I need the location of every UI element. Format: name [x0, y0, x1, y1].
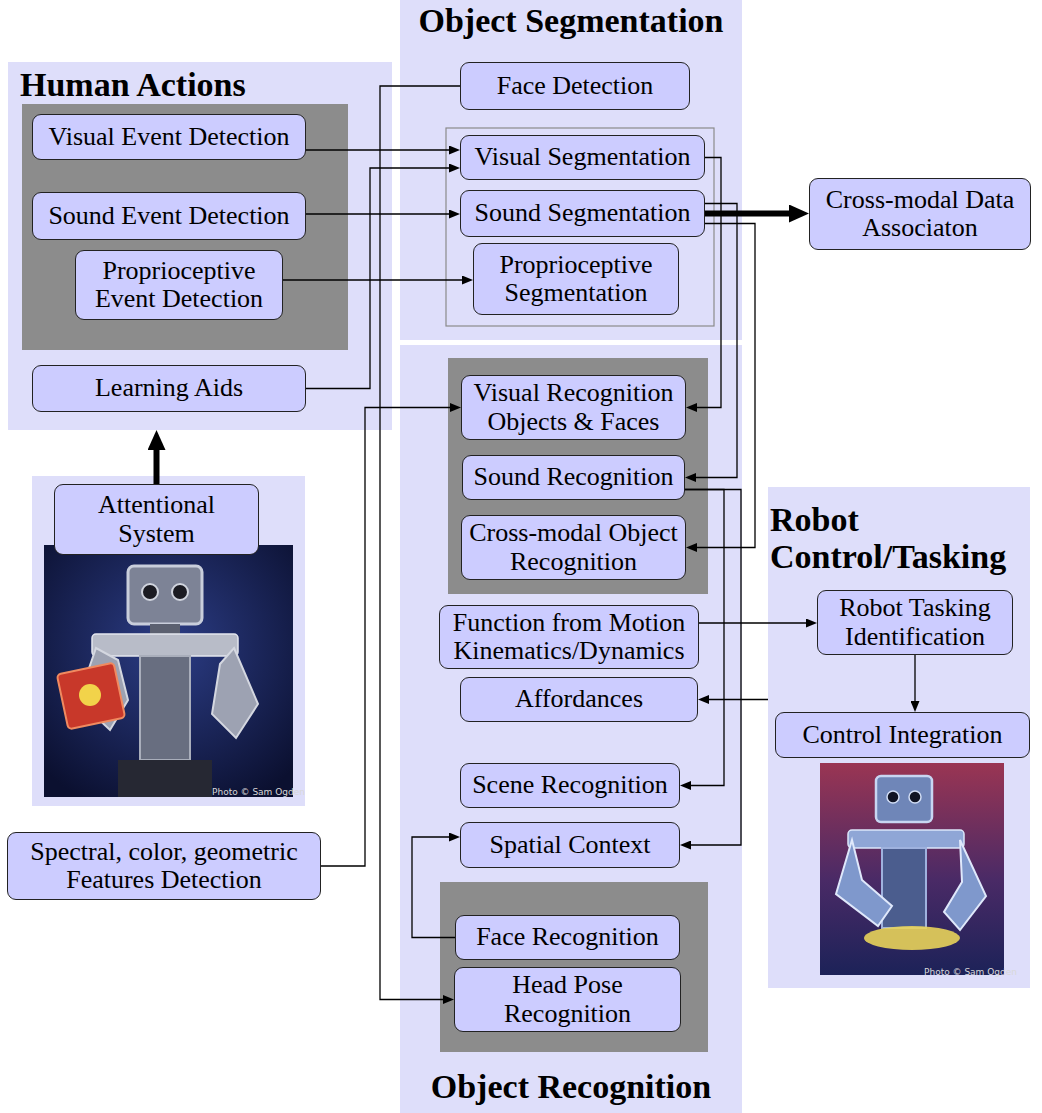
flow-arrow [306, 149, 449, 150]
process-box: Visual Segmentation [460, 135, 705, 180]
process-box: Spatial Context [460, 822, 680, 868]
box-label: Sound Recognition [473, 463, 673, 491]
flow-arrow [914, 655, 915, 701]
process-box: Learning Aids [32, 365, 306, 412]
box-label: Sound Segmentation [475, 199, 691, 227]
panel-heading: Robot Control/Tasking [770, 501, 1030, 576]
robot-eye [172, 584, 188, 600]
robot-shoulders [848, 830, 964, 848]
robot-eye [142, 584, 158, 600]
flow-arrow [321, 408, 450, 867]
flow-arrow [283, 279, 462, 280]
process-box: Affordances [460, 677, 698, 722]
box-label: Visual Segmentation [475, 143, 691, 171]
flow-arrow [696, 204, 737, 478]
box-label: Affordances [515, 685, 643, 713]
box-label: Cross-modal Object Recognition [467, 519, 680, 575]
toy-cube [57, 663, 125, 730]
group-shade [440, 882, 708, 1052]
process-box: Attentional System [54, 484, 259, 555]
robot-eye [909, 791, 921, 803]
panel-heading: Object Recognition [431, 1068, 711, 1105]
process-box: Control Integration [775, 712, 1030, 758]
process-box: Proprioceptive Segmentation [473, 243, 679, 315]
photo-ground [820, 763, 1004, 975]
robot-photo [820, 763, 1004, 975]
robot-arm [944, 840, 986, 930]
process-box: Face Recognition [455, 915, 680, 960]
process-box: Sound Segmentation [460, 190, 705, 237]
box-label: Spatial Context [489, 831, 650, 859]
process-box: Function from Motion Kinematics/Dynamics [439, 605, 699, 669]
photo-panel [32, 476, 305, 806]
lit-object [864, 926, 960, 950]
box-label: Cross-modal Data Associaton [815, 186, 1025, 242]
flow-arrow [697, 224, 755, 548]
box-label: Control Integration [802, 721, 1002, 749]
process-box: Visual Recognition Objects & Faces [461, 375, 686, 440]
process-box: Head Pose Recognition [454, 967, 681, 1032]
process-box: Cross-modal Data Associaton [809, 178, 1031, 250]
flow-arrow [709, 699, 768, 700]
process-box: Sound Recognition [462, 455, 685, 500]
box-label: Scene Recognition [472, 771, 668, 799]
box-label: Face Detection [497, 72, 654, 100]
panel-heading: Human Actions [20, 66, 392, 103]
group-shade [448, 358, 708, 594]
main-flow-arrow [154, 450, 160, 484]
robot-shoulders [92, 634, 238, 656]
box-label: Sound Event Detection [48, 202, 289, 230]
box-label: Robot Tasking Identification [823, 594, 1007, 650]
photo-credit: Photo © Sam Ogden [924, 967, 1017, 977]
process-box: Spectral, color, geometric Features Dete… [7, 832, 321, 900]
robot-torso [882, 848, 926, 928]
box-label: Visual Recognition Objects & Faces [467, 379, 680, 435]
box-label: Face Recognition [476, 923, 659, 951]
region-panel: Object SegmentationFace DetectionVisual … [400, 0, 742, 340]
box-label: Visual Event Detection [48, 123, 289, 151]
process-box: Sound Event Detection [32, 192, 306, 240]
box-label: Attentional System [60, 491, 253, 547]
process-box: Proprioceptive Event Detection [75, 250, 283, 320]
process-box: Robot Tasking Identification [817, 590, 1013, 655]
robot-photo [44, 545, 293, 797]
box-label: Head Pose Recognition [460, 971, 675, 1027]
robot-arm [212, 648, 258, 738]
box-label: Learning Aids [95, 374, 243, 402]
group-shade [22, 104, 348, 350]
box-label: Function from Motion Kinematics/Dynamics [445, 609, 693, 665]
box-label: Spectral, color, geometric Features Dete… [13, 838, 315, 894]
process-box: Visual Event Detection [32, 114, 306, 160]
process-box: Scene Recognition [460, 763, 680, 808]
flow-arrow [380, 86, 460, 1000]
robot-head [876, 776, 932, 822]
flow-arrow [306, 168, 449, 389]
robot-arm [836, 840, 892, 926]
flow-arrow [697, 158, 721, 408]
box-label: Proprioceptive Event Detection [81, 257, 277, 313]
flow-arrow [306, 213, 449, 214]
robot-head [128, 566, 202, 624]
robot-torso [140, 656, 190, 760]
flow-arrow [699, 622, 806, 623]
connector-group [157, 86, 916, 1000]
cube-spot [79, 684, 101, 706]
robot-eye [887, 791, 899, 803]
process-box: Face Detection [460, 62, 690, 110]
process-box: Cross-modal Object Recognition [461, 515, 686, 580]
photo-ground [44, 545, 293, 797]
label-slot: Photo © Sam Ogden [924, 961, 1017, 979]
panel-heading: Object Segmentation [400, 2, 742, 39]
box-label: Proprioceptive Segmentation [479, 251, 673, 307]
group-outline [446, 128, 714, 326]
main-flow-arrow [705, 211, 789, 217]
flow-arrow [412, 837, 455, 938]
label-slot: Photo © Sam Ogden [212, 781, 305, 799]
flow-arrow [685, 490, 724, 786]
flow-arrow [685, 490, 741, 846]
robot-base [118, 760, 212, 797]
photo-credit: Photo © Sam Ogden [212, 787, 305, 797]
